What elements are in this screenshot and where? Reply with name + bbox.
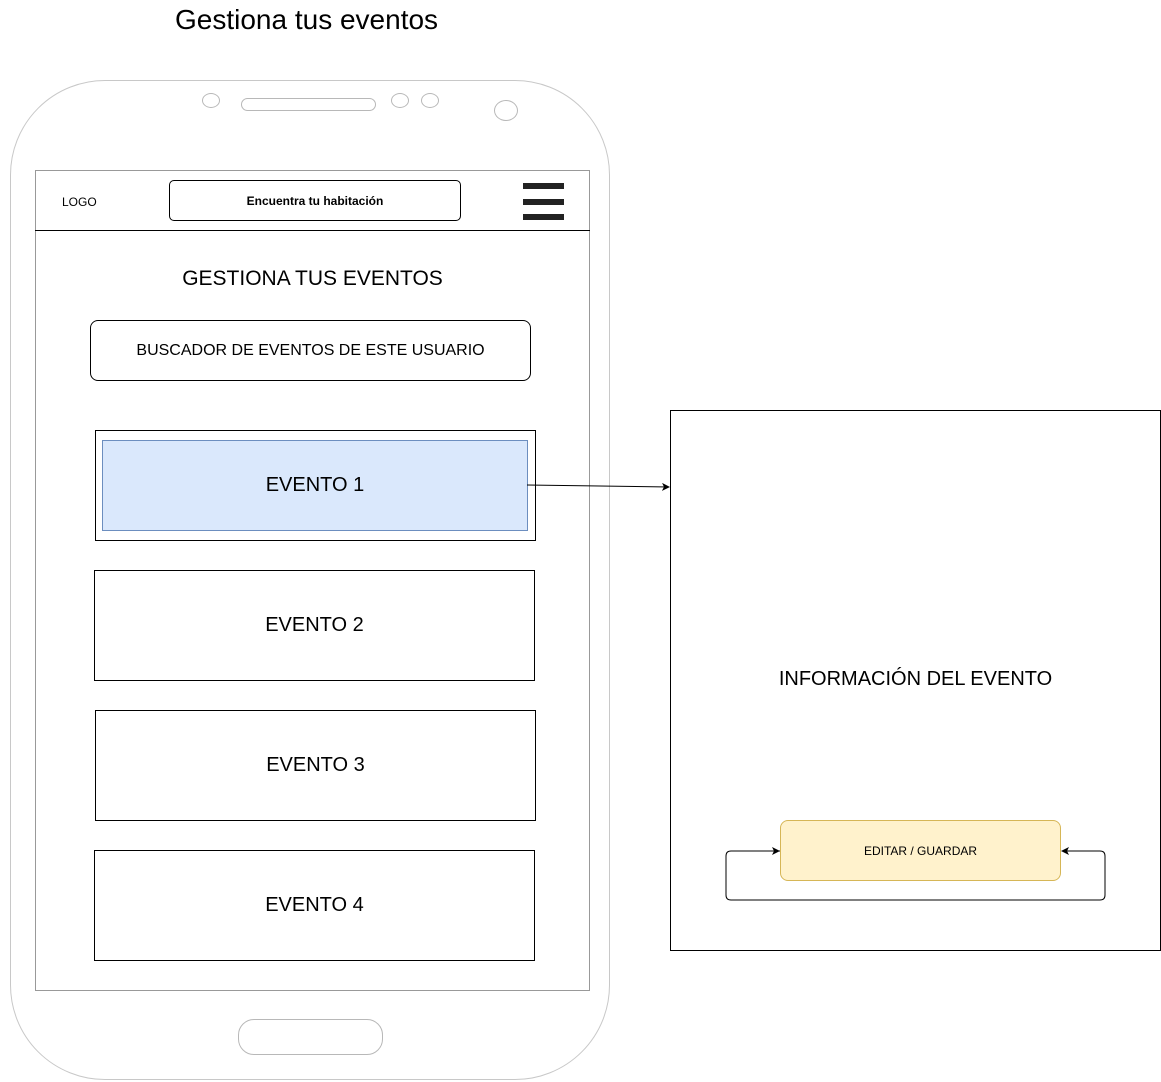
header-divider bbox=[35, 230, 590, 231]
sensor-right-icon bbox=[421, 93, 439, 108]
event-card-1[interactable]: EVENTO 1 bbox=[102, 440, 528, 531]
hamburger-menu-icon[interactable] bbox=[523, 183, 564, 221]
room-search-input[interactable]: Encuentra tu habitación bbox=[169, 180, 461, 221]
page-title: Gestiona tus eventos bbox=[175, 4, 439, 35]
edit-save-button[interactable]: EDITAR / GUARDAR bbox=[780, 820, 1061, 881]
front-sensor-icon bbox=[202, 93, 220, 108]
event-card-4[interactable]: EVENTO 4 bbox=[94, 850, 535, 961]
event-search-input[interactable]: BUSCADOR DE EVENTOS DE ESTE USUARIO bbox=[90, 320, 531, 381]
camera-icon bbox=[494, 100, 518, 121]
home-button[interactable] bbox=[238, 1019, 383, 1055]
logo: LOGO bbox=[62, 195, 97, 209]
sensor-left-icon bbox=[391, 93, 409, 108]
event-card-2[interactable]: EVENTO 2 bbox=[94, 570, 535, 681]
event-info-label: INFORMACIÓN DEL EVENTO bbox=[778, 668, 1053, 690]
section-title: GESTIONA TUS EVENTOS bbox=[182, 267, 443, 290]
speaker-grille bbox=[241, 98, 376, 111]
event-card-3[interactable]: EVENTO 3 bbox=[95, 710, 536, 821]
